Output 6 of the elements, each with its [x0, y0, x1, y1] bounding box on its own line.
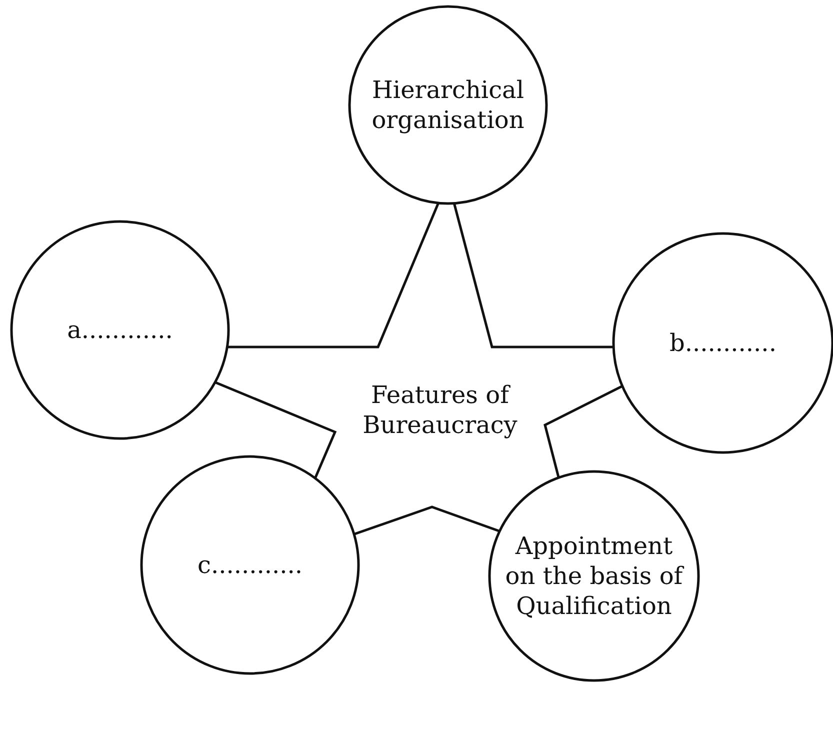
feature-label: Appointment on the basis of Qualification	[504, 531, 686, 621]
feature-label: b............	[670, 328, 776, 358]
feature-label: a............	[67, 315, 173, 345]
feature-label: c............	[198, 550, 302, 580]
center-title: Features of Bureaucracy	[362, 380, 518, 440]
feature-label: Hierarchical organisation	[370, 75, 526, 135]
